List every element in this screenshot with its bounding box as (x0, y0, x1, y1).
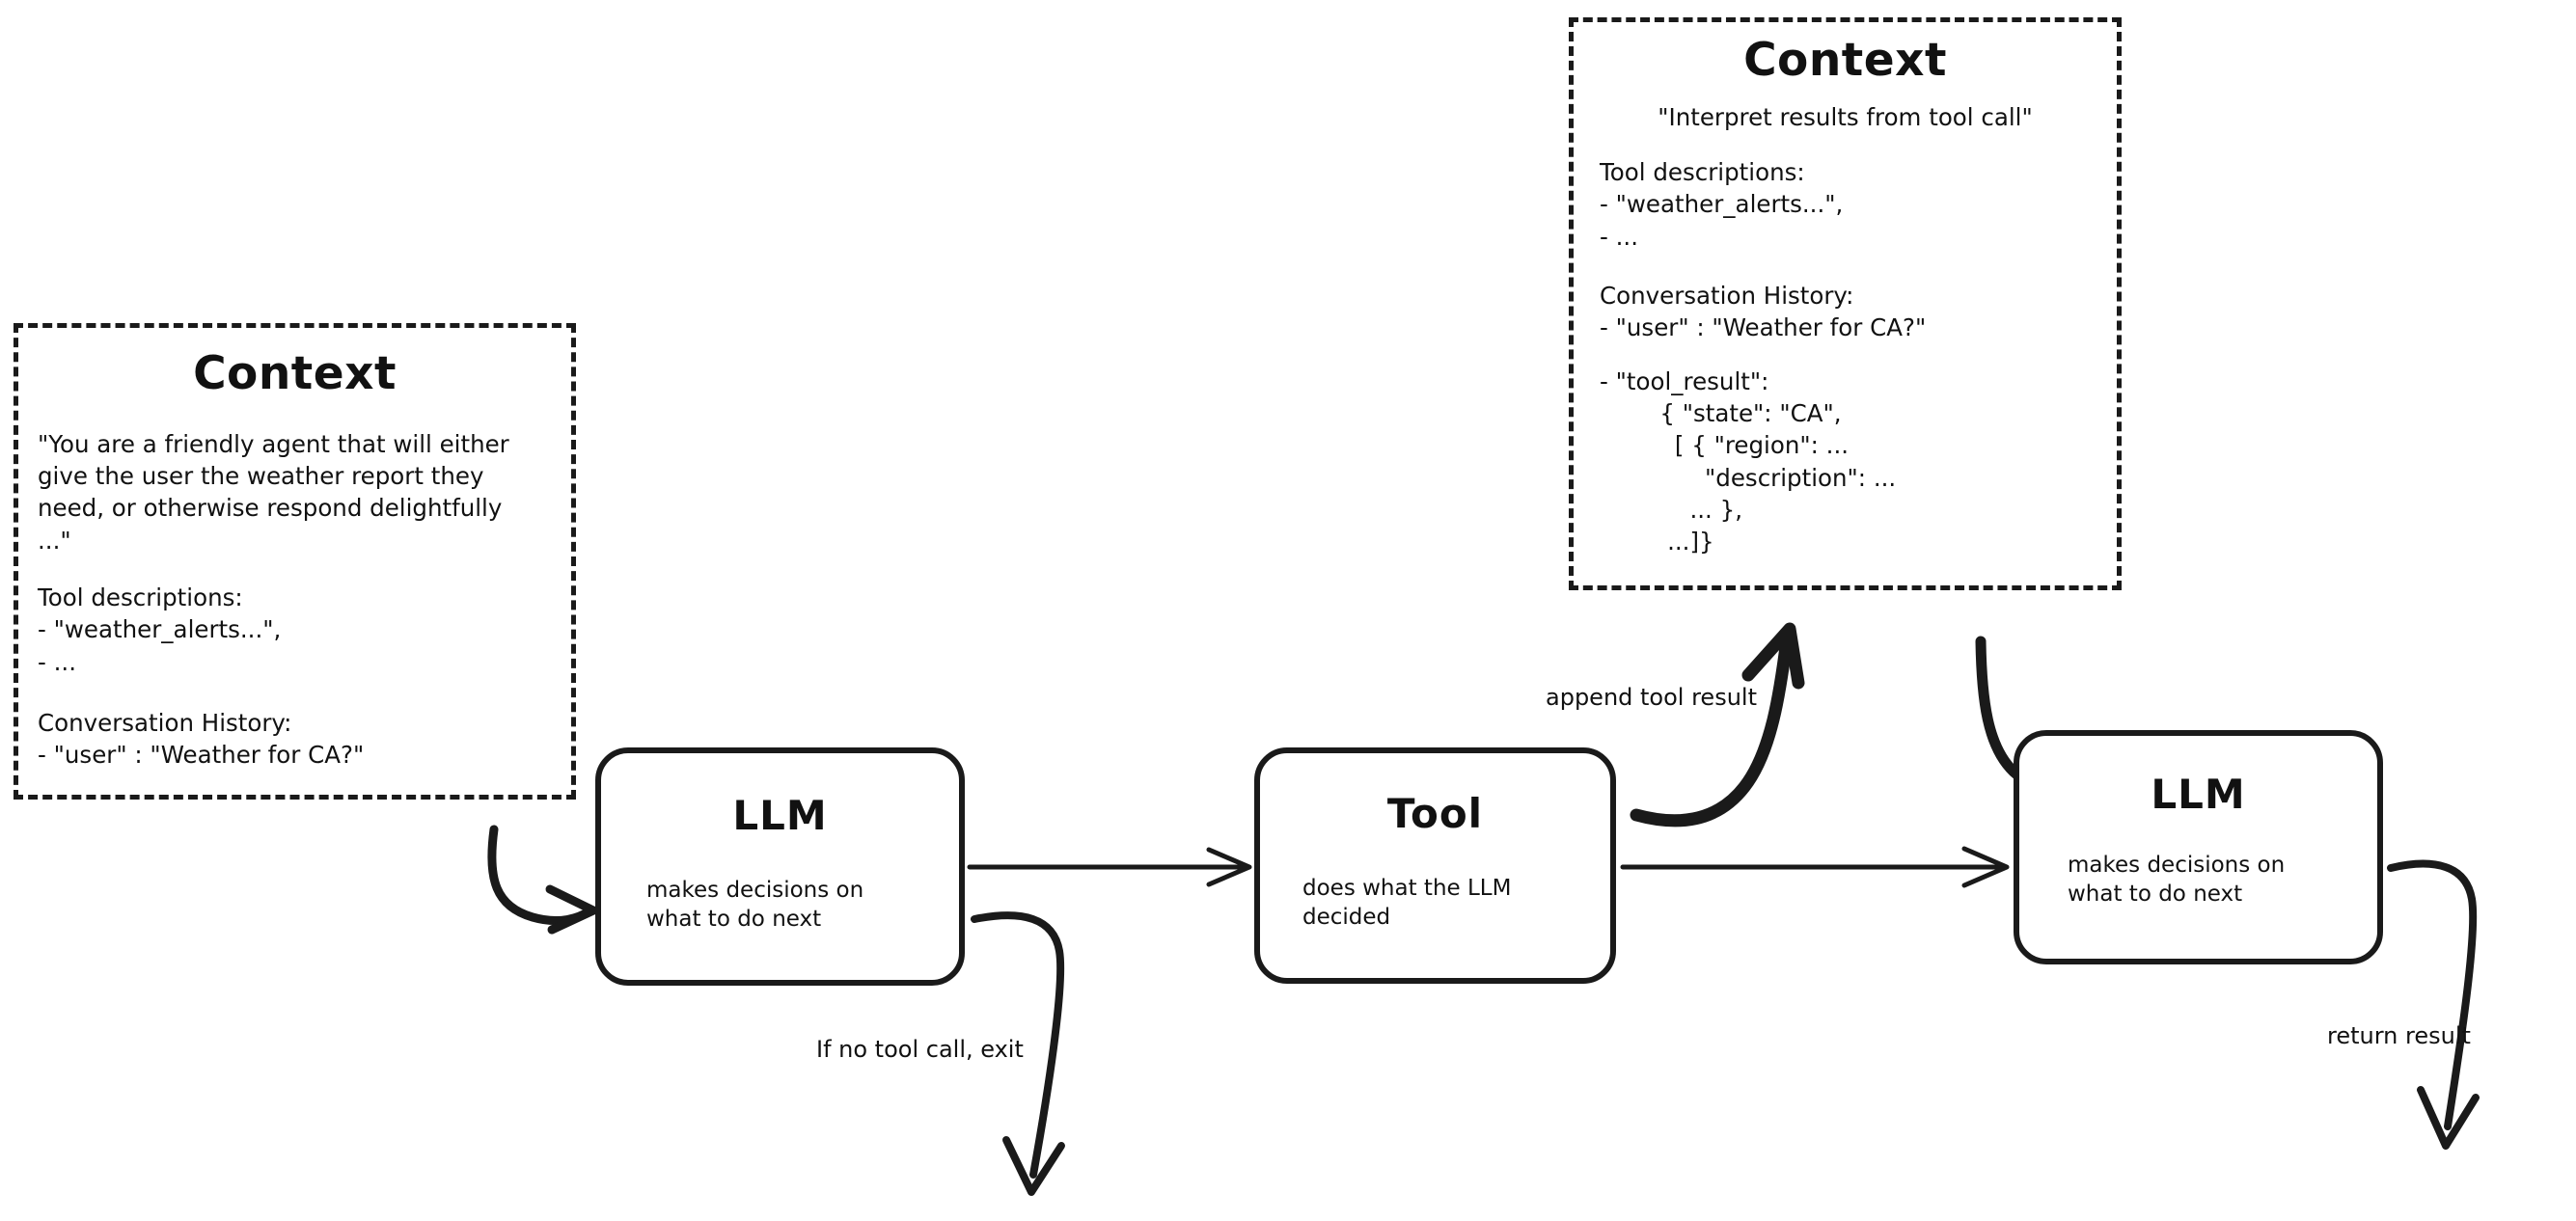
context-right-system-prompt: "Interpret results from tool call" (1658, 102, 2033, 131)
context-left-system-prompt: "You are a friendly agent that will eith… (38, 429, 517, 555)
arrow-tool-to-llm2 (1620, 846, 2010, 888)
arrow-llm2-return (2387, 859, 2480, 1150)
context-left-tool-descriptions: Tool descriptions: - "weather_alerts..."… (38, 583, 282, 676)
context-left-title: Context (193, 347, 397, 400)
context-right-tool-descriptions: Tool descriptions: - "weather_alerts..."… (1600, 158, 1844, 251)
node-tool-subtitle: does what the LLM decided (1302, 876, 1512, 931)
arrow-tool-to-context (1630, 622, 1805, 828)
context-left-conversation-history: Conversation History: - "user" : "Weathe… (38, 708, 365, 770)
node-llm-second-subtitle: makes decisions on what to do next (2068, 853, 2286, 908)
node-llm-first-title: LLM (732, 792, 828, 839)
context-box-left: Context "You are a friendly agent that w… (14, 323, 576, 800)
edge-label-exit: If no tool call, exit (816, 1036, 1024, 1063)
node-tool: Tool does what the LLM decided (1254, 747, 1616, 984)
node-tool-title: Tool (1386, 790, 1484, 837)
context-right-conversation-history: Conversation History: - "user" : "Weathe… (1600, 281, 1927, 342)
node-llm-first-subtitle: makes decisions on what to do next (646, 878, 864, 933)
context-right-tool-result: - "tool_result": { "state": "CA", [ { "r… (1600, 366, 1897, 556)
context-right-title: Context (1743, 34, 1947, 87)
arrow-llm1-to-tool (967, 847, 1252, 887)
node-llm-first: LLM makes decisions on what to do next (595, 747, 965, 986)
arrow-context-to-llm1 (487, 825, 598, 935)
edge-label-append-tool-result: append tool result (1546, 684, 1757, 711)
edge-label-return-result: return result (2327, 1022, 2471, 1049)
node-llm-second: LLM makes decisions on what to do next (2014, 730, 2383, 964)
context-box-right: Context "Interpret results from tool cal… (1569, 17, 2122, 590)
node-llm-second-title: LLM (2151, 771, 2246, 818)
